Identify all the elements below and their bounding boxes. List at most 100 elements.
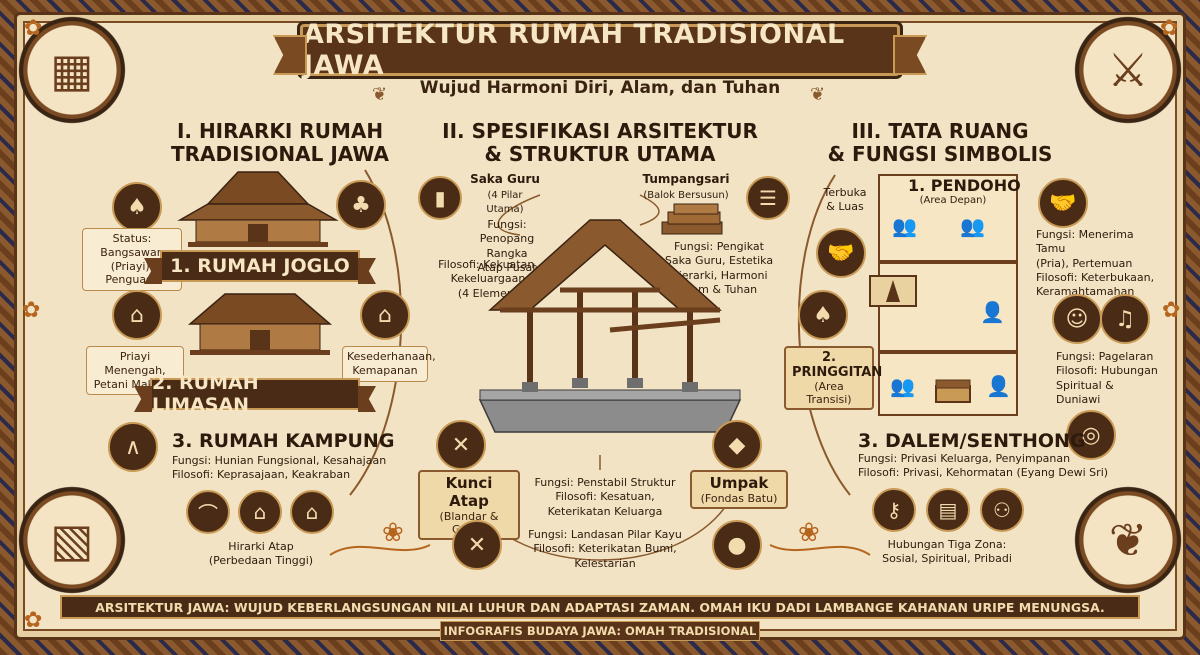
pringgitan-desc-line2: Filosofi: Hubungan	[1056, 364, 1158, 378]
tumpangsari-label: Tumpangsari (Balok Bersusun)	[640, 172, 732, 202]
batik-cloth-icon: ▦	[50, 43, 94, 97]
handshake-icon: 🤝	[816, 228, 866, 278]
corner-ornament-bottom-left: ▧	[12, 480, 132, 600]
zone-cycle-icon: ◎	[1066, 410, 1116, 460]
pendoho-desc-line1: Fungsi: Menerima Tamu	[1036, 228, 1134, 256]
section3-heading: III. TATA RUANG & FUNGSI SIMBOLIS	[820, 120, 1060, 166]
pendoho-sub: (Area Depan)	[919, 195, 987, 206]
wayang-icon: ♠	[798, 290, 848, 340]
pringgitan-desc-line3: Spiritual & Duniawi	[1056, 378, 1114, 406]
person-icon: 👤	[986, 374, 1011, 398]
wayang-icon: ♠	[112, 182, 162, 232]
title-banner: ARSITEKTUR RUMAH TRADISIONAL JAWA	[300, 19, 900, 81]
handshake-icon: 🤝	[1038, 178, 1088, 228]
kunci-desc-line3: Keterikatan Keluarga	[547, 504, 663, 518]
flower-ornament-icon: ✿	[1162, 298, 1181, 323]
family-icon: ⚇	[980, 488, 1024, 532]
joglo-house-illustration	[177, 171, 339, 247]
person-icon: 👥	[890, 374, 915, 398]
umpak-desc-line1: Fungsi: Landasan Pilar Kayu	[528, 528, 682, 541]
saka-guru-label: Saka Guru (4 Pilar Utama)	[470, 172, 540, 216]
saka-guru-name: Saka Guru	[470, 172, 540, 186]
kampung-fungsi: Fungsi: Hunian Fungsional, Kesahajaan	[172, 454, 387, 467]
limasan-left-line1: Priayi Menengah,	[104, 350, 166, 377]
dalem-filosofi: Filosofi: Privasi, Kehormatan (Eyang Dew…	[858, 466, 1109, 479]
hirarki-atap-label: Hirarki Atap (Perbedaan Tinggi)	[196, 540, 326, 569]
pendoho-desc: Fungsi: Menerima Tamu (Pria), Pertemuan …	[1036, 228, 1156, 299]
hirarki-line1: Hirarki Atap	[228, 540, 294, 553]
hirarki-line2: (Perbedaan Tinggi)	[208, 554, 314, 568]
saka-fungsi-line2: Penopang Rangka	[479, 232, 535, 260]
roof-shape-icon: ⌂	[238, 490, 282, 534]
terbuka-line1: Terbuka	[823, 186, 867, 199]
terbuka-line2: & Luas	[826, 200, 864, 214]
pendoho-desc-line3: Filosofi: Keterbukaan,	[1036, 270, 1155, 284]
limasan-house-illustration	[187, 293, 333, 355]
umpak-sub: (Fondas Batu)	[700, 492, 778, 505]
flower-ornament-icon: ✿	[24, 608, 43, 633]
section1-heading-line2: TRADISIONAL JAWA	[171, 142, 389, 166]
mask-icon: ☺	[1052, 294, 1102, 344]
person-icon: 👥	[892, 214, 917, 238]
saka-guru-sub: (4 Pilar Utama)	[486, 189, 524, 215]
key-icon: ⚷	[872, 488, 916, 532]
pillar-icon: ▮	[418, 176, 462, 220]
pringgitan-desc-line1: Fungsi: Pagelaran	[1056, 350, 1154, 363]
terbuka-label: Terbuka & Luas	[820, 186, 870, 215]
chest-icon: ▤	[926, 488, 970, 532]
footer-caption: INFOGRAFIS BUDAYA JAWA: OMAH TRADISIONAL	[440, 621, 760, 641]
tumpangsari-line3: Hierarki, Harmoni	[670, 268, 768, 282]
offering-bowl-icon: ❦	[1108, 513, 1148, 567]
dalem-fungsi: Fungsi: Privasi Keluarga, Penyimpanan	[858, 452, 1071, 465]
kris-icon: ⚔	[1107, 43, 1149, 97]
rumah-kampung-title: 3. RUMAH KAMPUNG	[172, 430, 395, 452]
stone-icon: ●	[712, 520, 762, 570]
wood-joint-icon: ✕	[452, 520, 502, 570]
saka-guru-filosofi: Filosofi: Kekuatan, Kekeluargaan (4 Elem…	[428, 258, 548, 301]
saka-filosofi-line2: Kekeluargaan	[450, 272, 526, 286]
section1-heading: I. HIRARKI RUMAH TRADISIONAL JAWA	[170, 120, 390, 166]
kunci-atap-name: Kunci Atap	[445, 474, 493, 510]
tumpangsari-desc: Fungsi: Pengikat Saka Guru, Estetika Hie…	[664, 240, 774, 297]
pringgitan-name: 2. PRINGGITAN	[792, 350, 883, 380]
stacked-beam-icon: ☰	[746, 176, 790, 220]
hubungan-line1: Hubungan Tiga Zona:	[887, 538, 1007, 551]
swirl-ornament-icon: ❦	[372, 84, 388, 105]
umpak-name: Umpak	[709, 474, 769, 492]
joglo-structure-illustration	[478, 219, 742, 433]
umpak-desc-line2: Filosofi: Keterikatan Bumi, Kelestarian	[533, 542, 677, 570]
section2-heading-line2: & STRUKTUR UTAMA	[484, 142, 716, 166]
roof-shape-icon: ⌒	[186, 490, 230, 534]
batik-kris-icon: ▧	[50, 513, 94, 567]
footer-banner: ARSITEKTUR JAWA: WUJUD KEBERLANGSUNGAN N…	[60, 595, 1140, 619]
section2-heading: II. SPESIFIKASI ARSITEKTUR & STRUKTUR UT…	[440, 120, 760, 166]
roof-shape-icon: ⌂	[112, 290, 162, 340]
umpak-desc: Fungsi: Landasan Pilar Kayu Filosofi: Ke…	[505, 528, 705, 571]
section1-heading-line1: I. HIRARKI RUMAH	[176, 119, 384, 143]
tumpangsari-line2: Saka Guru, Estetika	[664, 254, 774, 268]
section3-heading-line1: III. TATA RUANG	[851, 119, 1029, 143]
music-icon: ♫	[1100, 294, 1150, 344]
saka-guru-fungsi: Fungsi: Penopang Rangka Atap Pusat	[462, 218, 552, 275]
hubungan-label: Hubungan Tiga Zona: Sosial, Spiritual, P…	[862, 538, 1032, 567]
person-icon: 👥	[960, 214, 985, 238]
corner-ornament-bottom-right: ❦	[1068, 480, 1188, 600]
corner-ornament-top-left: ▦	[12, 10, 132, 130]
umpak-tag: Umpak (Fondas Batu)	[690, 470, 788, 509]
limasan-right-label: Kesederhanaan, Kemapanan	[342, 346, 436, 382]
kampung-filosofi: Filosofi: Keprasajaan, Keakraban	[172, 468, 351, 481]
limasan-right-line1: Kesederhanaan,	[347, 350, 436, 363]
page-subtitle: Wujud Harmoni Diri, Alam, dan Tuhan	[419, 78, 781, 98]
roof-shape-icon: ⌂	[360, 290, 410, 340]
roof-joint-icon: ✕	[436, 420, 486, 470]
pringgitan-sub: (Area Transisi)	[806, 380, 852, 406]
pendoho-desc-line4: Keramahtamahan	[1036, 285, 1135, 299]
pendoho-desc-line2: (Pria), Pertemuan	[1036, 256, 1133, 270]
limasan-right-line2: Kemapanan	[352, 363, 418, 377]
roof-shape-icon: ∧	[108, 422, 158, 472]
flower-ornament-icon: ✿	[22, 298, 41, 323]
saka-filosofi-line3: (4 Elemen)	[457, 286, 519, 300]
flower-ornament-icon: ✿	[1160, 16, 1179, 41]
kunci-desc-line2: Filosofi: Kesatuan,	[555, 490, 655, 504]
rumah-joglo-plaque: 1. RUMAH JOGLO	[160, 250, 360, 282]
